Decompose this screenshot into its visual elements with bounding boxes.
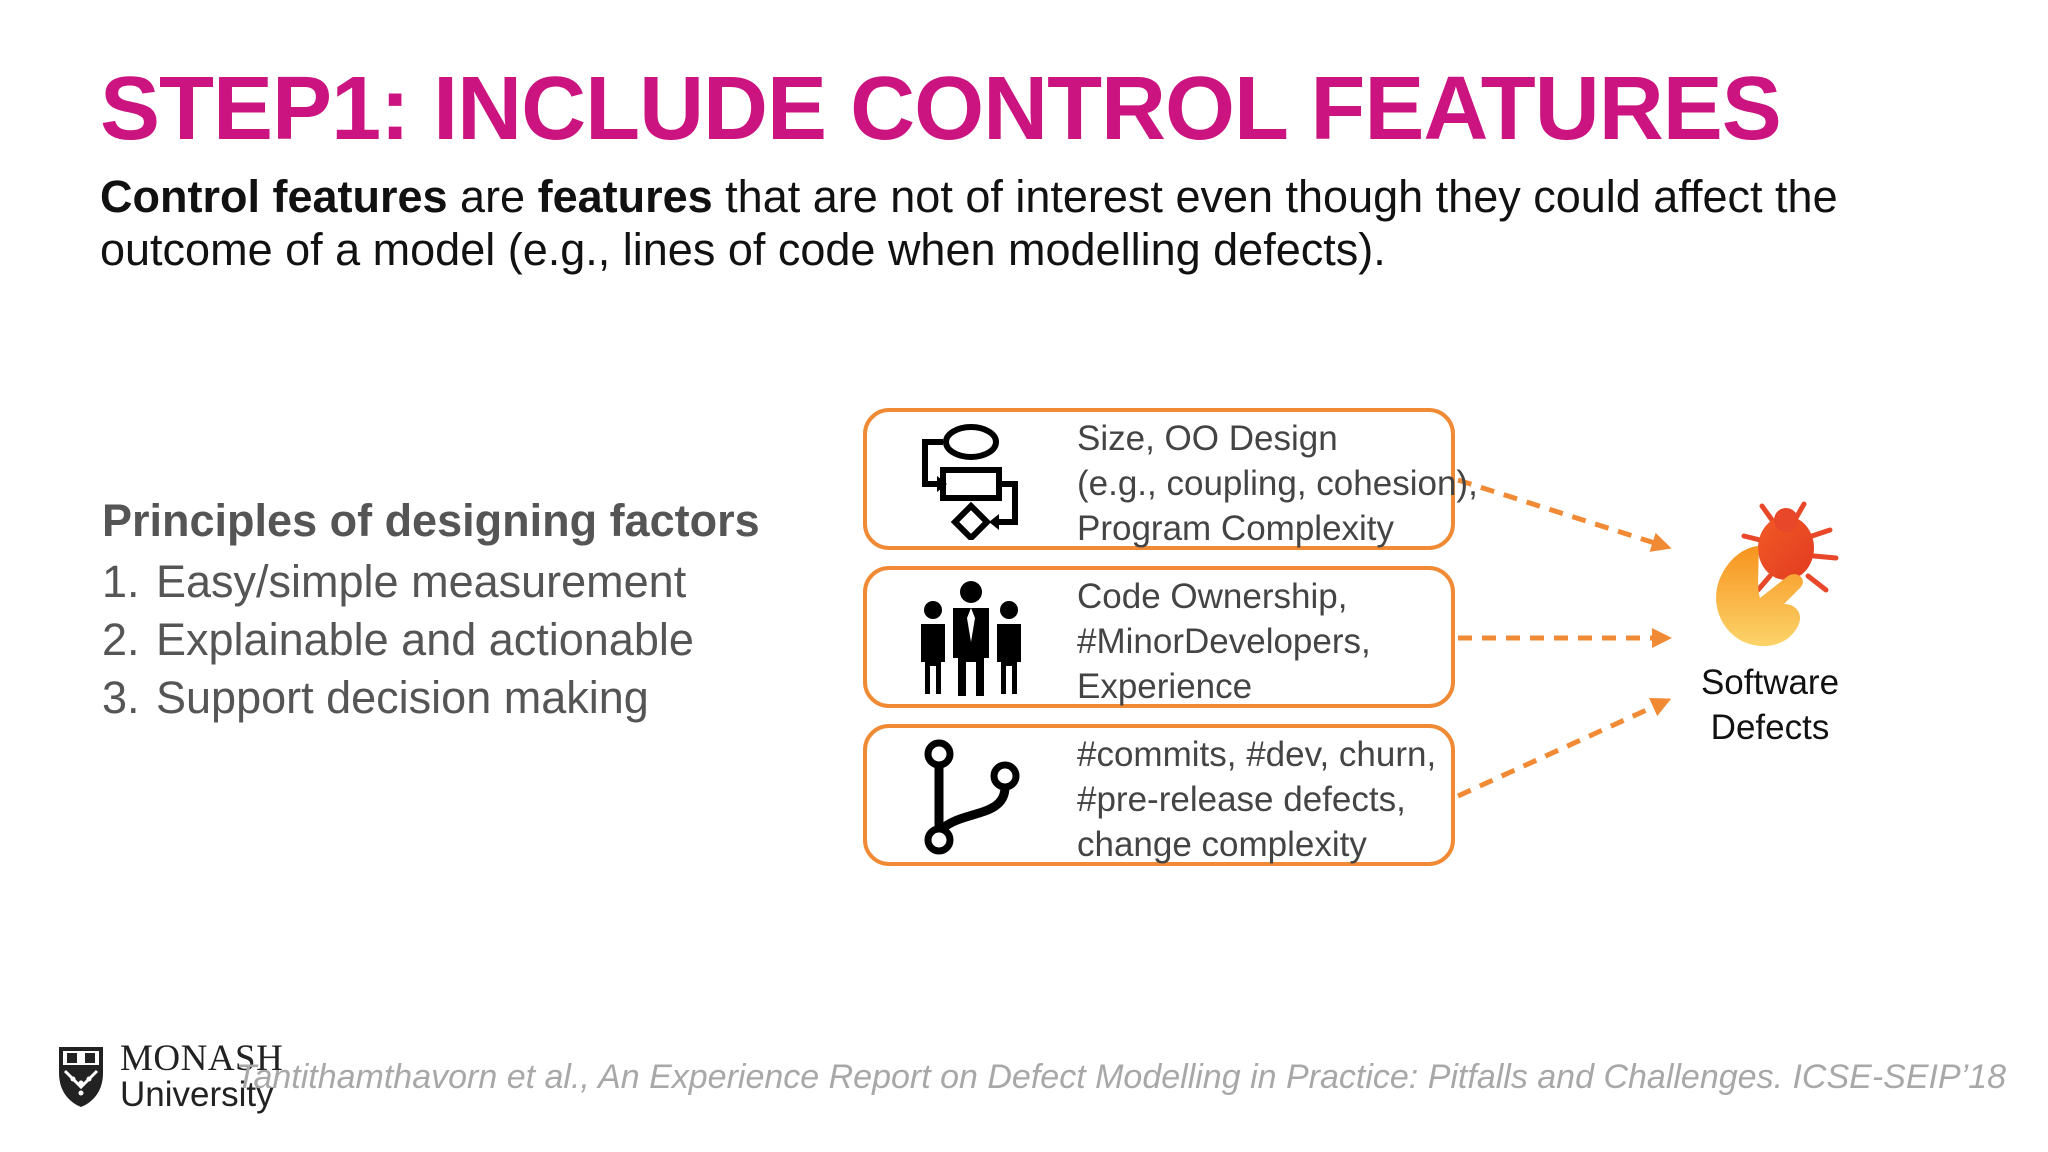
- feature-line: Code Ownership,: [1077, 577, 1348, 616]
- subtitle-term-control-features: Control features: [100, 171, 448, 222]
- slide-subtitle: Control features are features that are n…: [100, 170, 1960, 276]
- principles-block: Principles of designing factors 1. Easy/s…: [102, 495, 802, 727]
- principles-list: 1. Easy/simple measurement 2. Explainable …: [102, 553, 802, 727]
- feature-line: (e.g., coupling, cohesion),: [1077, 464, 1478, 503]
- logo-monash: MONASH: [120, 1038, 284, 1079]
- principles-heading: Principles of designing factors: [102, 495, 760, 546]
- target-line: Software: [1700, 663, 1840, 702]
- git-branch-icon: [924, 739, 1020, 855]
- feature-line: #commits, #dev, churn,: [1077, 735, 1437, 774]
- principle-text: Explainable and actionable: [156, 614, 694, 665]
- people-icon: [921, 581, 1021, 696]
- feature-box-human-factors: Code Ownership, #MinorDevelopers, Experi…: [863, 566, 1455, 708]
- principle-item: 3. Support decision making: [102, 669, 802, 727]
- feature-box-code-metrics: Size, OO Design (e.g., coupling, cohesio…: [863, 408, 1478, 551]
- feature-line: change complexity: [1077, 825, 1367, 864]
- principle-number: 3.: [102, 672, 140, 723]
- bug-hand-icon: [1716, 501, 1839, 647]
- feature-line: Size, OO Design: [1077, 419, 1338, 458]
- monash-crest-icon: [59, 1047, 103, 1107]
- logo-university: University: [120, 1075, 274, 1114]
- principle-number: 2.: [102, 614, 140, 665]
- principle-item: 2. Explainable and actionable: [102, 611, 802, 669]
- feature-line: #MinorDevelopers,: [1077, 622, 1371, 661]
- principle-item: 1. Easy/simple measurement: [102, 553, 802, 611]
- principle-number: 1.: [102, 556, 140, 607]
- feature-box-text: Size, OO Design (e.g., coupling, cohesio…: [1077, 416, 1478, 551]
- subtitle-term-features: features: [537, 171, 713, 222]
- arrow-size-to-defects: [1457, 477, 1672, 552]
- arrow-process-to-defects: [1456, 697, 1672, 799]
- feature-box-process-metrics: #commits, #dev, churn, #pre-release defe…: [863, 724, 1455, 866]
- citation: Tantithamthavorn et al., An Experience R…: [235, 1058, 2006, 1096]
- slide-title: STEP1: INCLUDE CONTROL FEATURES: [100, 59, 1782, 159]
- feature-box-text: Code Ownership, #MinorDevelopers, Experi…: [1077, 574, 1457, 709]
- feature-line: Experience: [1077, 667, 1253, 706]
- principle-text: Easy/simple measurement: [156, 556, 687, 607]
- feature-box-text: #commits, #dev, churn, #pre-release defe…: [1077, 732, 1457, 867]
- subtitle-rest: that are not of interest even though the…: [100, 171, 1838, 276]
- principle-text: Support decision making: [156, 672, 649, 723]
- flowchart-icon: [922, 424, 1018, 540]
- target-line: Defects: [1710, 708, 1830, 747]
- subtitle-connector: are: [447, 171, 538, 222]
- feature-line: Program Complexity: [1077, 509, 1395, 548]
- feature-line: #pre-release defects,: [1077, 780, 1406, 819]
- target-label: Software Defects: [1680, 660, 1860, 750]
